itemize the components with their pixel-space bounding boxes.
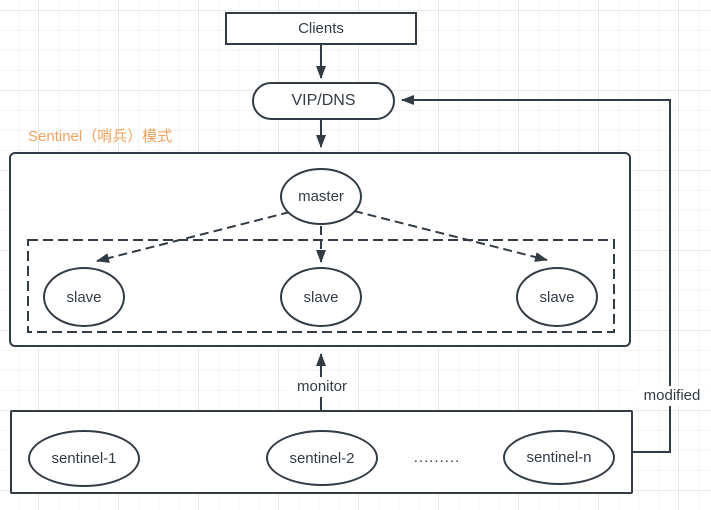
node-sentinel-1-label: sentinel-1: [51, 450, 117, 467]
node-sentinel-1: sentinel-1: [28, 430, 140, 487]
node-master: master: [280, 168, 362, 225]
node-clients: Clients: [225, 12, 417, 45]
node-master-label: master: [298, 188, 344, 205]
node-slave-1: slave: [43, 267, 125, 327]
sentinel-ellipsis-label: .........: [413, 449, 461, 466]
modified-arrow: [401, 95, 671, 453]
monitor-edge-label: monitor: [289, 377, 355, 397]
node-sentinel-n-label: sentinel-n: [526, 449, 592, 466]
node-vip-dns: VIP/DNS: [252, 82, 395, 120]
node-slave-3-label: slave: [539, 288, 575, 306]
node-clients-label: Clients: [298, 20, 344, 37]
node-sentinel-2: sentinel-2: [266, 430, 378, 486]
node-slave-2: slave: [280, 267, 362, 327]
dashed-arrow-master-to-slave-3: [353, 210, 548, 262]
modified-edge-label: modified: [634, 386, 710, 406]
section-label-sentinel-mode: Sentinel（哨兵）模式: [28, 128, 173, 145]
node-sentinel-n: sentinel-n: [503, 430, 615, 485]
node-vip-dns-label: VIP/DNS: [291, 92, 356, 109]
node-slave-3: slave: [516, 267, 598, 327]
node-slave-2-label: slave: [303, 288, 339, 306]
node-sentinel-2-label: sentinel-2: [289, 449, 355, 467]
node-slave-1-label: slave: [66, 288, 102, 306]
dashed-arrow-master-to-slave-1: [96, 211, 291, 263]
